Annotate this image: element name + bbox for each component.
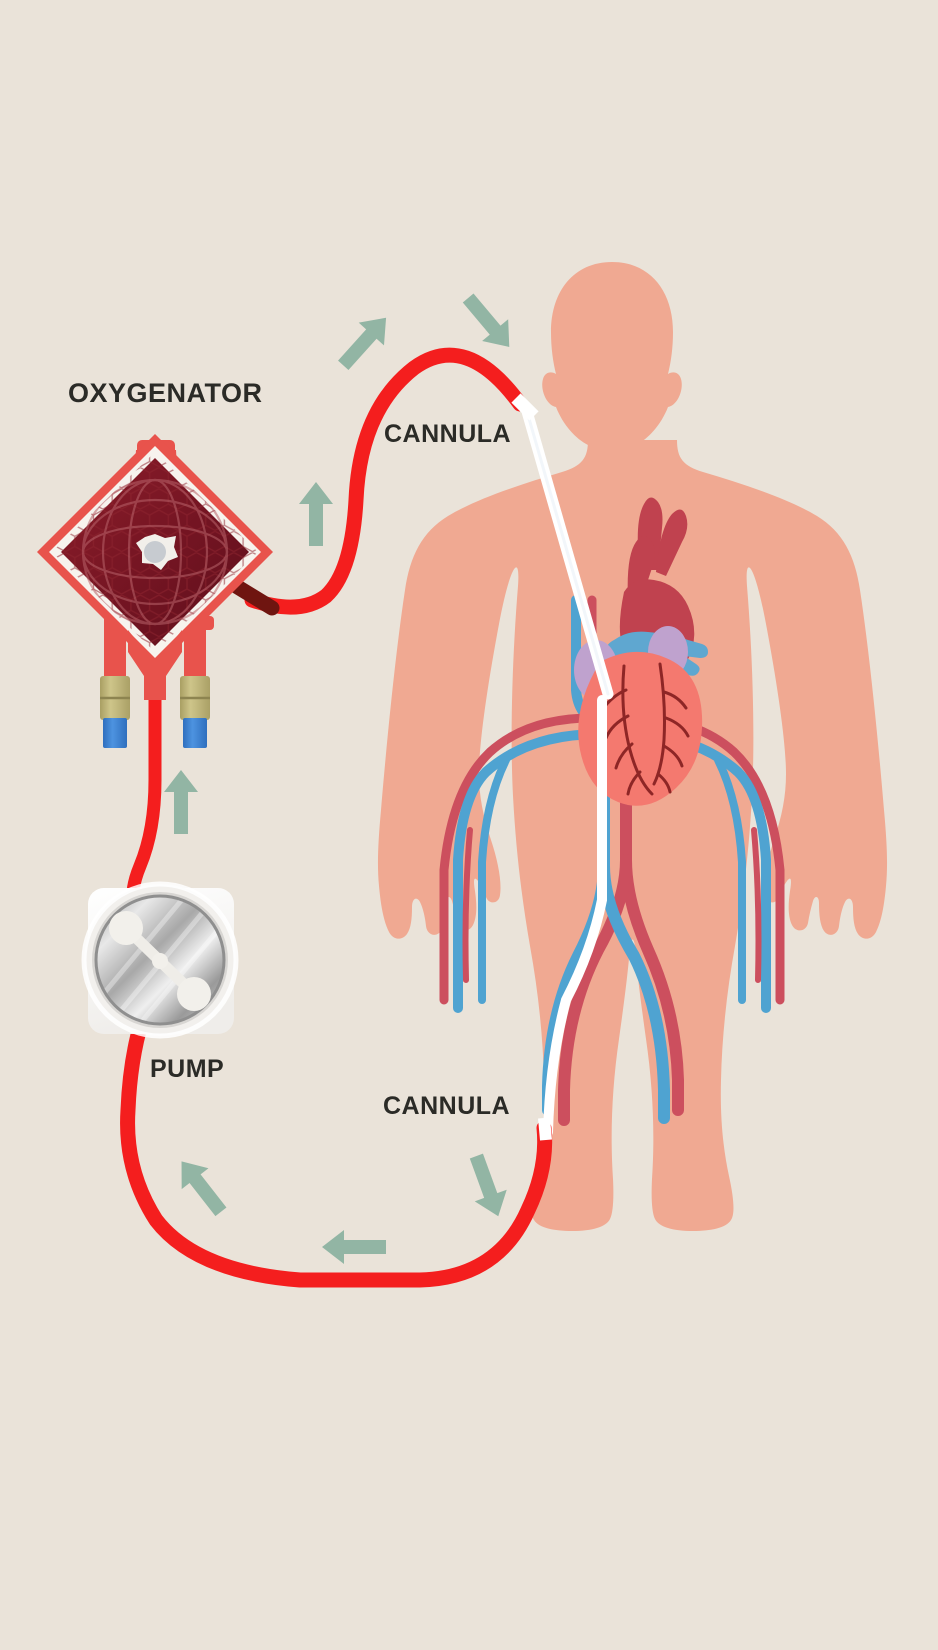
label-oxygenator: OXYGENATOR: [68, 378, 263, 408]
label-pump: PUMP: [150, 1055, 225, 1083]
oxygenator-outlet-stub: [228, 578, 280, 616]
drainage-limb-tubing: [120, 1012, 553, 1288]
arrow-into-neck: [462, 293, 510, 347]
left-forearm-artery: [462, 827, 473, 983]
arrow-bottom-left: [322, 1230, 386, 1264]
pump-roller-1: [109, 911, 143, 945]
upper-cannula-highlight: [524, 406, 610, 696]
oxygenator-center-cap: [136, 534, 178, 570]
arrow-to-oxygenator-vertical: [299, 482, 333, 546]
arrow-oxygenator-to-neck-up: [338, 317, 387, 370]
left-iliac-artery: [558, 854, 632, 1126]
arrow-pump-to-oxygenator: [164, 770, 198, 834]
label-cannula-upper: CANNULA: [384, 420, 512, 448]
oxygenator-y-junction: [128, 630, 182, 700]
left-arm-artery: [439, 713, 605, 1005]
right-forearm-artery: [751, 827, 762, 983]
oxygenator-connector-right: [180, 676, 210, 748]
left-carotid-branch: [656, 509, 688, 576]
upper-cannula-hub: [511, 393, 539, 421]
pump-rotor-hub: [152, 953, 168, 969]
patient-silhouette: [377, 262, 888, 1231]
pump-raceway-rim: [94, 894, 226, 1026]
label-cannula-lower: CANNULA: [383, 1092, 511, 1120]
arrow-bottom-to-pump: [181, 1161, 227, 1217]
left-arm-vein-branch: [478, 756, 510, 1004]
lower-cannula-body: [543, 695, 607, 1137]
cannulae: [520, 402, 614, 1137]
oxygenator-connector-left: [100, 676, 130, 748]
arrow-leg-drain: [469, 1153, 507, 1217]
pump-roller-2: [177, 977, 211, 1011]
pump-bezel: [81, 881, 239, 1039]
left-arm-vein: [453, 729, 605, 1013]
return-limb-tubing: [244, 347, 528, 615]
pump-rotor: [109, 911, 211, 1011]
coronary-vessels: [600, 662, 690, 796]
lower-cannula-hub: [538, 1117, 552, 1141]
right-arm-vein-branch: [714, 756, 746, 1004]
cannula-transitions: [511, 393, 552, 1141]
flow-arrows: [164, 293, 510, 1264]
pump-device[interactable]: [81, 881, 239, 1039]
